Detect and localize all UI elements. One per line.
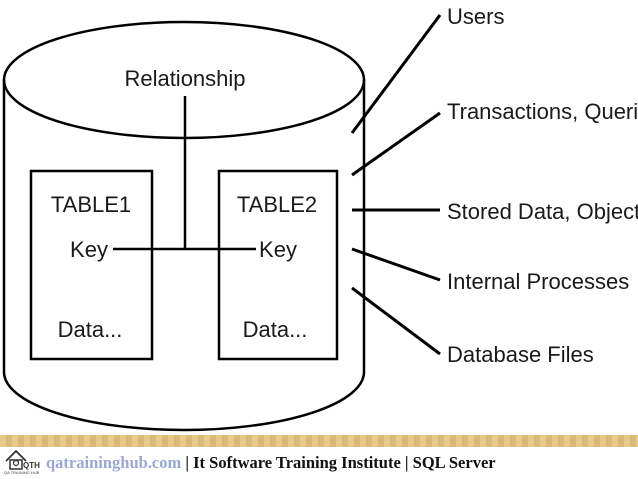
- site-link[interactable]: qatraininghub.com: [46, 453, 182, 472]
- callout-database-files: Database Files: [447, 342, 594, 367]
- table2-key: Key: [259, 237, 297, 262]
- table1-data: Data...: [58, 317, 123, 342]
- qth-logo: QTH QA TRAINING HUB: [4, 448, 44, 478]
- house-icon: QTH: [5, 449, 40, 470]
- footer: QTH QA TRAINING HUB qatraininghub.com | …: [0, 447, 638, 479]
- callout-users: Users: [447, 4, 504, 29]
- table1-key: Key: [70, 237, 108, 262]
- table1-box: TABLE1 Key Data...: [29, 169, 154, 361]
- callout-transactions-queries: Transactions, Queries: [447, 99, 638, 124]
- callout-line-database-files: [351, 286, 441, 356]
- callout-line-transactions: [351, 111, 441, 177]
- footer-text: qatraininghub.com | It Software Training…: [46, 453, 496, 473]
- table2-title: TABLE2: [237, 192, 317, 217]
- footer-divider: [0, 435, 638, 447]
- relationship-label: Relationship: [124, 66, 245, 91]
- footer-tagline: | It Software Training Institute | SQL S…: [181, 453, 496, 472]
- table2-data: Data...: [243, 317, 308, 342]
- callout-internal-processes: Internal Processes: [447, 269, 629, 294]
- callout-line-users: [350, 14, 442, 134]
- logo-letters: QTH: [23, 461, 40, 470]
- database-cylinder-body: [2, 80, 366, 432]
- callout-line-internal-processes: [351, 247, 441, 282]
- callout-stored-data-objects: Stored Data, Objects: [447, 199, 638, 224]
- table2-box: TABLE2 Key Data...: [217, 169, 339, 361]
- table1-title: TABLE1: [51, 192, 131, 217]
- logo-subtext: QA TRAINING HUB: [4, 470, 40, 475]
- database-diagram: Relationship TABLE1 Key Data... TABLE2 K…: [2, 4, 638, 432]
